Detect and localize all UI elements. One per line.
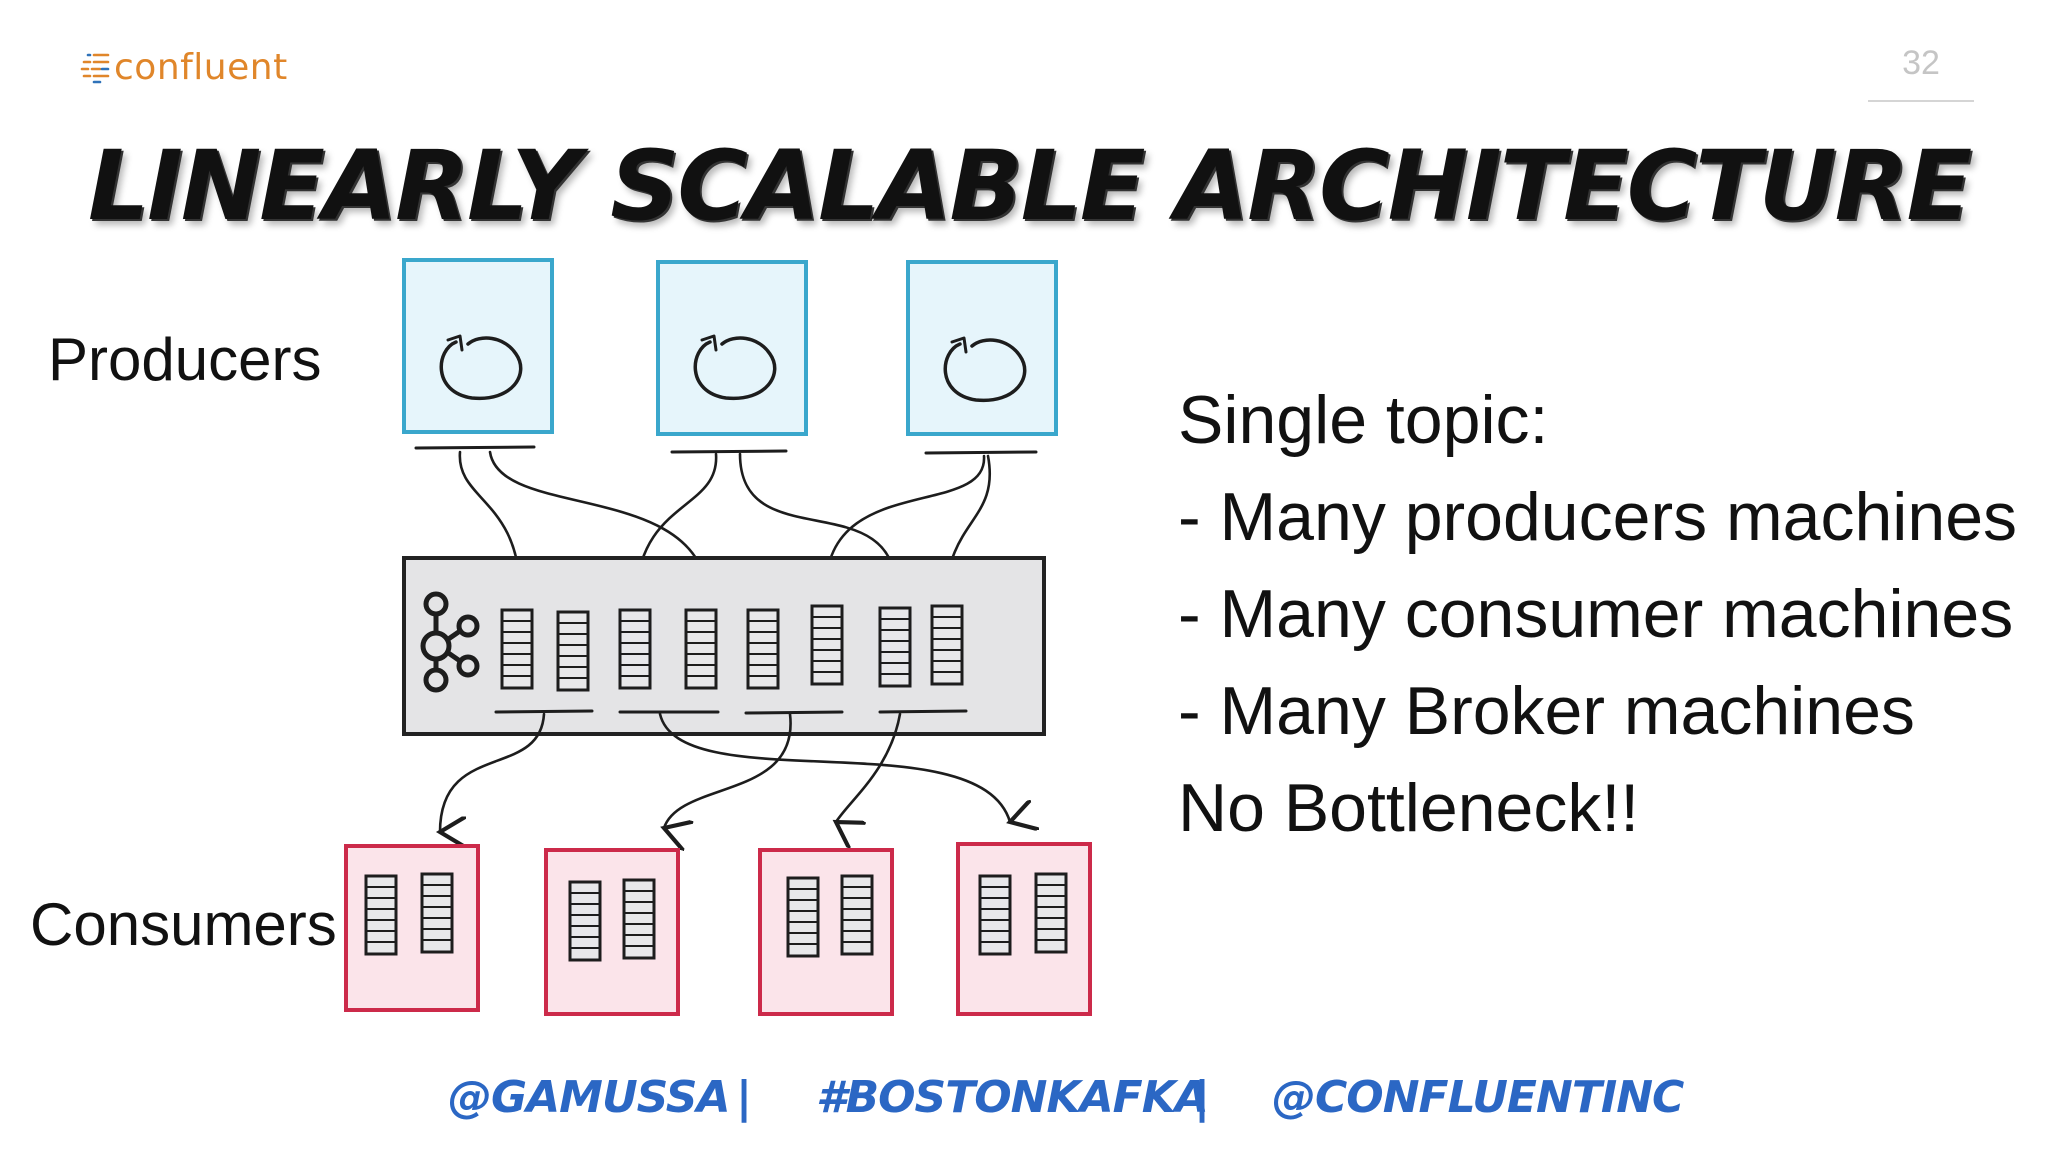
partition-log-icon bbox=[840, 874, 874, 956]
producer-machine-3 bbox=[906, 260, 1058, 455]
key-point: - Many Broker machines bbox=[1178, 673, 1915, 749]
key-point: Single topic: bbox=[1178, 382, 1549, 458]
consumer-arrows bbox=[440, 712, 1010, 832]
slide-number-underline bbox=[1868, 100, 1974, 102]
partition-log-icon bbox=[746, 608, 780, 690]
partition-log-icon bbox=[618, 608, 652, 690]
partition-log-icon bbox=[420, 872, 454, 954]
partition-log-icon bbox=[878, 606, 912, 688]
confluent-logo-icon bbox=[80, 53, 110, 84]
partition-log-icon bbox=[556, 610, 590, 692]
partition-log-icon bbox=[810, 604, 844, 686]
partition-log-icon bbox=[500, 608, 534, 690]
speaker-twitter-handle[interactable]: @GAMUSSA bbox=[448, 1072, 731, 1123]
kafka-logo-icon bbox=[420, 591, 480, 693]
consumer-machine-1 bbox=[344, 844, 480, 1012]
partition-log-icon bbox=[568, 880, 602, 962]
partition-log-icon bbox=[930, 604, 964, 686]
architecture-diagram bbox=[344, 258, 1092, 1016]
footer-separator: | bbox=[1194, 1072, 1211, 1123]
consumer-machine-3 bbox=[758, 848, 894, 1016]
producer-machine-2 bbox=[656, 260, 808, 454]
confluent-logo: confluent bbox=[80, 42, 288, 92]
consumer-machine-4 bbox=[956, 842, 1092, 1016]
confluent-logo-text: confluent bbox=[114, 46, 288, 88]
producer-machine-1 bbox=[402, 258, 554, 450]
key-point: No Bottleneck!! bbox=[1178, 770, 1640, 846]
slide-number: 32 bbox=[1902, 44, 1940, 82]
event-hashtag[interactable]: #BOSTONKAFKA bbox=[816, 1072, 1209, 1123]
partition-log-icon bbox=[978, 874, 1012, 956]
footer-handles: @GAMUSSA | #BOSTONKAFKA | @CONFLUENTINC bbox=[0, 1072, 2048, 1132]
partition-log-icon bbox=[1034, 872, 1068, 954]
company-twitter-handle[interactable]: @CONFLUENTINC bbox=[1272, 1072, 1684, 1123]
key-point: - Many consumer machines bbox=[1178, 576, 2014, 652]
producers-label: Producers bbox=[48, 326, 322, 393]
slide-title: LINEARLY SCALABLE ARCHITECTURE bbox=[88, 130, 1972, 242]
partition-log-icon bbox=[364, 874, 398, 956]
key-points-list: Single topic: - Many producers machines … bbox=[1178, 372, 2017, 857]
key-point: - Many producers machines bbox=[1178, 479, 2018, 555]
broker-cluster bbox=[402, 556, 1046, 736]
partition-log-icon bbox=[684, 608, 718, 690]
partition-log-icon bbox=[622, 878, 656, 960]
consumers-label: Consumers bbox=[30, 891, 337, 958]
consumer-machine-2 bbox=[544, 848, 680, 1016]
partition-log-icon bbox=[786, 876, 820, 958]
footer-separator: | bbox=[736, 1072, 753, 1123]
